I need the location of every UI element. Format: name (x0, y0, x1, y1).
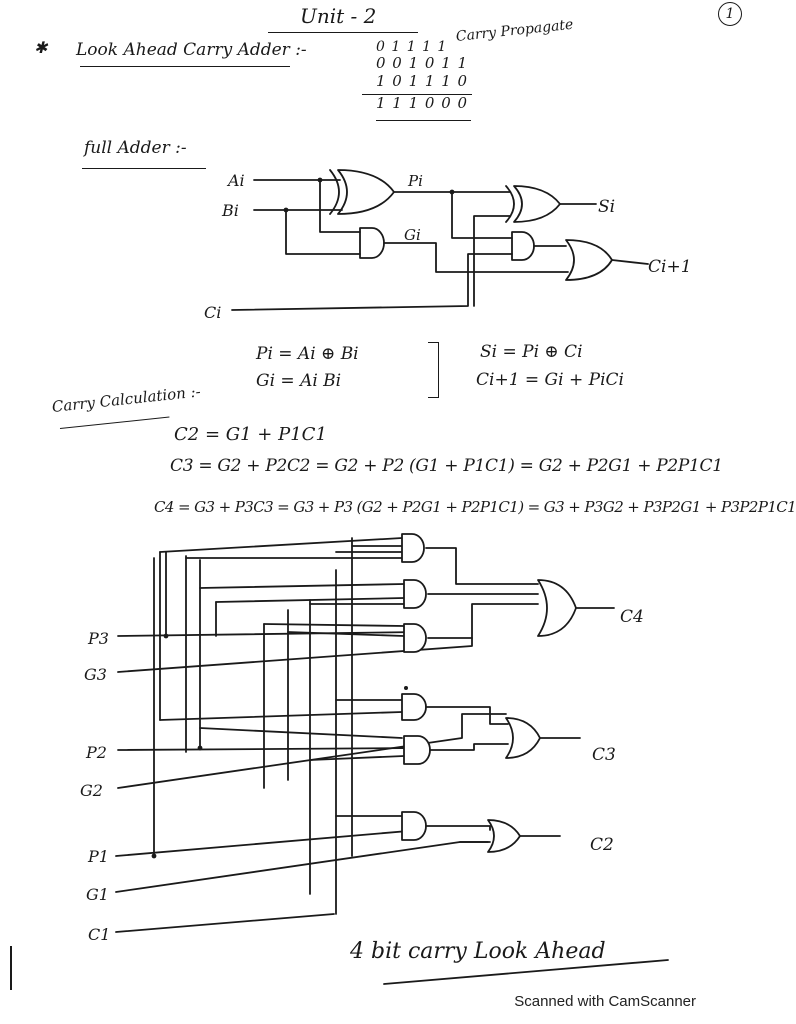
eq-c3: C3 = G2 + P2C2 = G2 + P2 (G1 + P1C1) = G… (170, 456, 723, 476)
and-gate-c4-a (401, 533, 425, 563)
eq-c4: C4 = G3 + P3C3 = G3 + P3 (G2 + P2G1 + P2… (154, 498, 796, 516)
example-row-3: 1 0 1 1 1 0 (376, 72, 469, 90)
input-p1: P1 (87, 847, 109, 866)
and-gate-gi (359, 227, 385, 259)
input-ci: Ci (204, 303, 221, 322)
and-gate-c3-b (403, 735, 431, 765)
output-c3: C3 (592, 745, 616, 765)
title-underline (80, 66, 290, 67)
cla-circuit: P3 G3 P2 G2 P1 G1 C1 C4 C3 C2 4 bit carr… (80, 533, 669, 985)
or-gate-c4 (537, 579, 577, 637)
unit-heading: Unit - 2 (300, 4, 377, 28)
page-number: 1 (725, 6, 735, 22)
example-row-1: 0 1 1 1 1 (376, 39, 448, 55)
eq-gi: Gi = Ai Bi (256, 371, 342, 391)
output-si: Si (598, 197, 615, 217)
full-adder-circuit: Ai Bi Ci Pi Gi Si Ci+1 (204, 169, 692, 322)
input-g1: G1 (86, 885, 109, 904)
input-bi: Bi (221, 201, 239, 220)
and-gate-c3-a (401, 693, 427, 721)
label-gi: Gi (404, 226, 421, 244)
output-c2: C2 (590, 835, 614, 855)
unit-underline (268, 32, 418, 33)
output-ci1: Ci+1 (648, 257, 692, 277)
input-p2: P2 (85, 743, 107, 762)
scanned-note-page: Unit - 2 1 ✱ Look Ahead Carry Adder :- 0… (10, 2, 796, 1010)
label-pi: Pi (407, 172, 423, 190)
example-result: 1 1 1 0 0 0 (376, 94, 469, 112)
eq-c2: C2 = G1 + P1C1 (174, 424, 327, 445)
output-c4: C4 (620, 607, 644, 627)
full-adder-heading: full Adder :- (84, 138, 187, 158)
or-gate-c3 (505, 717, 541, 759)
eq-pi: Pi = Ai ⊕ Bi (256, 344, 359, 364)
and-gate-c4-c (403, 623, 427, 653)
input-c1: C1 (88, 925, 110, 944)
example-rule-bottom (376, 120, 471, 121)
and-gate-c4-b (403, 579, 427, 609)
input-g3: G3 (84, 665, 107, 684)
or-gate-c2 (487, 819, 521, 853)
input-p3: P3 (87, 629, 109, 648)
eq-si: Si = Pi ⊕ Ci (480, 342, 583, 362)
example-row-2: 0 0 1 0 1 1 (376, 54, 469, 72)
and-gate-pc (511, 231, 535, 261)
equation-bracket (428, 342, 439, 398)
caption-underline (383, 959, 669, 985)
eq-ci1: Ci+1 = Gi + PiCi (476, 370, 624, 390)
and-gate-c2 (401, 811, 427, 841)
xor-gate-sum (505, 185, 561, 223)
or-gate-carry (565, 239, 613, 281)
camscanner-watermark: Scanned with CamScanner (514, 993, 696, 1010)
circuit-caption: 4 bit carry Look Ahead (349, 939, 606, 964)
page-title: Look Ahead Carry Adder :- (76, 40, 307, 60)
input-ai: Ai (226, 171, 245, 190)
page-margin-mark (10, 946, 12, 990)
full-adder-underline (82, 168, 206, 169)
page-number-badge: 1 (718, 2, 742, 26)
input-g2: G2 (80, 781, 103, 800)
example-rule (362, 94, 472, 95)
title-bullet: ✱ (34, 38, 48, 57)
